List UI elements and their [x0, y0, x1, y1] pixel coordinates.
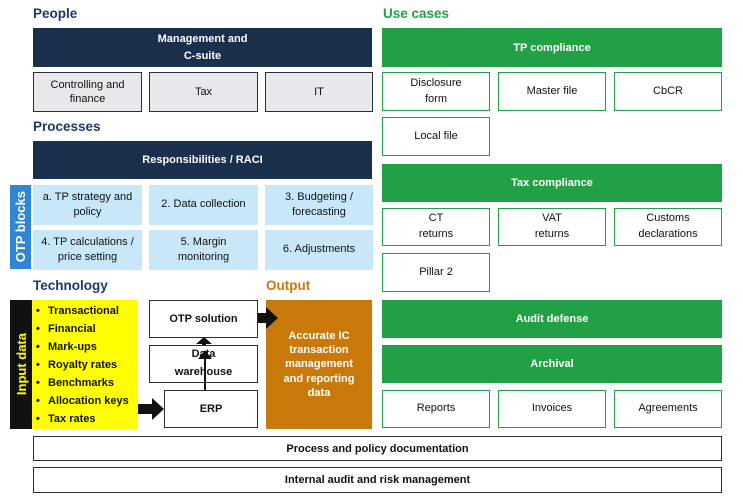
archival-item-reports: Reports — [382, 390, 490, 428]
tp-item-cbcr: CbCR — [614, 72, 722, 111]
otp-solution-box: OTP solution — [149, 300, 258, 338]
input-data-strip: Input data — [10, 300, 32, 429]
use-cases-heading: Use cases — [383, 6, 450, 21]
process-block-margin-monitoring: 5. Margin monitoring — [149, 230, 258, 270]
input-item: Transactional — [32, 302, 138, 320]
input-item: Mark-ups — [32, 338, 138, 356]
technology-heading: Technology — [33, 278, 108, 293]
input-item: Benchmarks — [32, 374, 138, 392]
input-item: Tax rates — [32, 410, 138, 428]
input-item: Financial — [32, 320, 138, 338]
tax-box: Tax — [149, 72, 258, 112]
process-block-tp-calculations: 4. TP calculations / price setting — [33, 230, 142, 270]
tp-item-local-file: Local file — [382, 117, 490, 156]
data-warehouse-box: Data warehouse — [149, 345, 258, 383]
controlling-finance-box: Controlling and finance — [33, 72, 142, 112]
input-item: Royalty rates — [32, 356, 138, 374]
tax-item-ct-returns: CT returns — [382, 208, 490, 246]
arrow-up-icon — [196, 337, 212, 345]
process-block-adjustments: 6. Adjustments — [265, 230, 373, 270]
processes-heading: Processes — [33, 119, 101, 134]
audit-defense-bar: Audit defense — [382, 300, 722, 338]
arrow-right-icon — [258, 307, 278, 329]
erp-box: ERP — [164, 390, 258, 428]
people-heading: People — [33, 6, 78, 21]
tp-item-master-file: Master file — [498, 72, 606, 111]
archival-item-invoices: Invoices — [498, 390, 606, 428]
internal-audit-bar: Internal audit and risk management — [33, 467, 722, 493]
output-heading: Output — [266, 278, 311, 293]
process-block-tp-strategy: a. TP strategy and policy — [33, 185, 142, 225]
tax-compliance-bar: Tax compliance — [382, 164, 722, 202]
arrow-up-icon — [198, 350, 212, 390]
raci-box: Responsibilities / RACI — [33, 141, 372, 179]
management-box: Management and C-suite — [33, 28, 372, 67]
tax-item-vat-returns: VAT returns — [498, 208, 606, 246]
arrow-right-icon — [138, 398, 164, 420]
archival-item-agreements: Agreements — [614, 390, 722, 428]
process-block-data-collection: 2. Data collection — [149, 185, 258, 225]
process-block-budgeting: 3. Budgeting / forecasting — [265, 185, 373, 225]
tp-compliance-bar: TP compliance — [382, 28, 722, 67]
input-data-list: Transactional Financial Mark-ups Royalty… — [32, 300, 138, 429]
tp-item-disclosure-form: Disclosure form — [382, 72, 490, 111]
otp-blocks-strip: OTP blocks — [10, 185, 31, 269]
process-policy-bar: Process and policy documentation — [33, 436, 722, 461]
tax-item-customs: Customs declarations — [614, 208, 722, 246]
output-box: Accurate IC transaction management and r… — [266, 300, 372, 429]
input-item: Allocation keys — [32, 392, 138, 410]
it-box: IT — [265, 72, 373, 112]
tax-item-pillar-2: Pillar 2 — [382, 253, 490, 292]
archival-bar: Archival — [382, 345, 722, 383]
